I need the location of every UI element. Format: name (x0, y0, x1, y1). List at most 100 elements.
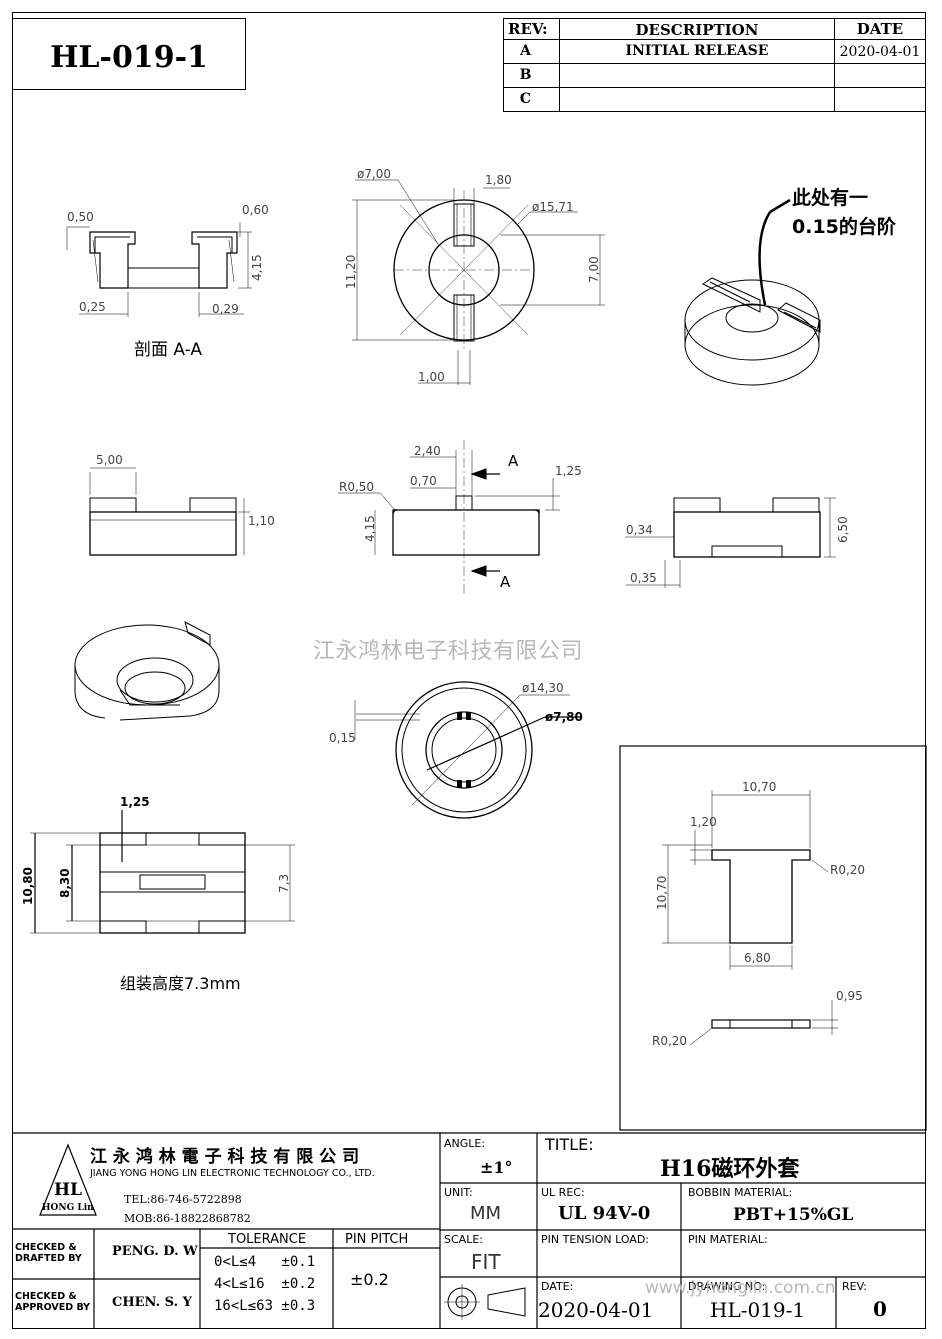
dim: 7,3 (277, 873, 291, 893)
dim: 1,80 (485, 173, 512, 187)
part-number-box (12, 18, 246, 90)
logo-subtext: HONG Lin (42, 1203, 94, 1213)
dim: 7,00 (587, 256, 601, 283)
rev-row-c: C (519, 91, 532, 107)
dim: ø14,30 (522, 681, 564, 695)
assembly-height-note: 组装高度7.3mm (120, 974, 241, 993)
side-view-1 (89, 467, 250, 556)
dim: 1,10 (248, 514, 275, 528)
title-block-lines (12, 1132, 926, 1329)
rev-value: 0 (873, 1297, 887, 1321)
dim: 10,80 (21, 867, 35, 905)
rev-row-a-date: 2020-04-01 (839, 44, 921, 60)
tolerance-row: 0<L≤4 ±0.1 (214, 1254, 316, 1270)
dim: R0,20 (830, 863, 866, 877)
title-value: H16磁环外套 (660, 1156, 800, 1182)
tolerance-row: 16<L≤63 ±0.3 (214, 1298, 316, 1314)
pin-pitch-value: ±0.2 (350, 1270, 389, 1289)
dim: 2,40 (414, 444, 441, 458)
dim: 1,25 (120, 795, 150, 809)
scale-value: FIT (471, 1250, 501, 1274)
assembly-view (30, 810, 295, 934)
checked-drafted-value: PENG. D. W (112, 1244, 198, 1259)
date-header: DATE (856, 20, 904, 38)
drawing-sheet (12, 12, 926, 1329)
pin-material-label: PIN MATERIAL: (688, 1233, 768, 1246)
dim: 10,70 (655, 875, 669, 910)
drawing-no-label: DRAWING NO: (688, 1280, 766, 1293)
pin-pitch-label: PIN PITCH (345, 1232, 409, 1247)
dim: 0,60 (242, 203, 269, 217)
section-view-a-a (66, 222, 252, 317)
section-label: 剖面 A-A (134, 340, 203, 360)
rev-header: REV: (508, 20, 548, 38)
washer-detail (689, 1000, 838, 1046)
dim: 5,00 (96, 453, 123, 467)
date-label: DATE: (541, 1280, 574, 1293)
ul-rec-value: UL 94V-0 (558, 1203, 651, 1224)
website-watermark: www.jyhonglin.com.cn (645, 1278, 836, 1298)
iso-view-left (74, 621, 220, 721)
checked-drafted-label: CHECKED & DRAFTED BY (15, 1242, 82, 1264)
description-header: DESCRIPTION (635, 21, 759, 39)
part-number: HL-019-1 (50, 40, 208, 75)
dim: 0,29 (212, 302, 239, 316)
unit-value: MM (470, 1203, 502, 1224)
tolerance-row: 4<L≤16 ±0.2 (214, 1276, 316, 1292)
dim: 0,35 (630, 571, 657, 585)
dim: 1,25 (555, 464, 582, 478)
dim: 11,20 (344, 254, 358, 289)
side-view-3 (625, 497, 836, 588)
title-label: TITLE: (545, 1135, 594, 1154)
tolerance-label: TOLERANCE (228, 1232, 307, 1247)
dim: ø7,00 (357, 167, 392, 181)
bobbin-material-label: BOBBIN MATERIAL: (688, 1186, 793, 1199)
bobbin-material-value: PBT+15%GL (733, 1205, 854, 1225)
dim: ø7,80 (545, 710, 583, 724)
side-view-2 (338, 440, 560, 595)
dim: 0,70 (410, 474, 437, 488)
dim: 4,15 (250, 254, 264, 281)
scale-label: SCALE: (444, 1233, 483, 1246)
top-view-ring (352, 179, 605, 385)
angle-value: ±1° (480, 1158, 513, 1177)
unit-label: UNIT: (444, 1186, 473, 1199)
section-marker-a-top: A (508, 452, 519, 470)
note-line-1: 此处有一 (792, 187, 869, 209)
dim: 6,50 (836, 516, 850, 543)
company-name-cn: 江 永 鸿 林 電 子 科 技 有 限 公 司 (90, 1147, 360, 1167)
dim: 10,70 (742, 780, 777, 794)
rev-row-a-description: INITIAL RELEASE (625, 43, 769, 59)
bottom-ring-view (354, 681, 580, 819)
watermark: 江永鸿林电子科技有限公司 (313, 639, 584, 664)
detail-box (619, 745, 927, 1131)
dim: 4,15 (363, 515, 377, 542)
checked-approved-value: CHEN. S. Y (112, 1295, 192, 1310)
dim: 6,80 (744, 951, 771, 965)
rev-row-a: A (520, 43, 531, 59)
dim: R0,50 (339, 480, 375, 494)
section-marker-a-bottom: A (500, 573, 511, 591)
projection-symbol (444, 1284, 526, 1320)
dim: 8,30 (58, 868, 72, 898)
dim: 1,00 (418, 370, 445, 384)
dim: 0,34 (626, 523, 653, 537)
dim: 0,95 (836, 989, 863, 1003)
dim: 0,50 (67, 210, 94, 224)
rev-label: REV: (842, 1280, 867, 1293)
note-line-2: 0.15的台阶 (792, 216, 896, 238)
rev-row-b: B (519, 67, 532, 83)
dim: 1,20 (690, 815, 717, 829)
sleeve-detail (662, 790, 829, 970)
drawing-no-value: HL-019-1 (710, 1298, 806, 1322)
dim: 0,15 (329, 731, 356, 745)
dim: 0,25 (79, 300, 106, 314)
company-mob: MOB:86-18822868782 (124, 1212, 251, 1225)
company-logo (39, 1143, 97, 1216)
ul-rec-label: UL REC: (541, 1186, 585, 1199)
company-name-en: JIANG YONG HONG LIN ELECTRONIC TECHNOLOG… (90, 1168, 375, 1179)
iso-view-top-right (684, 198, 821, 386)
logo-text: HL (54, 1180, 83, 1200)
pin-tension-label: PIN TENSION LOAD: (541, 1233, 650, 1246)
